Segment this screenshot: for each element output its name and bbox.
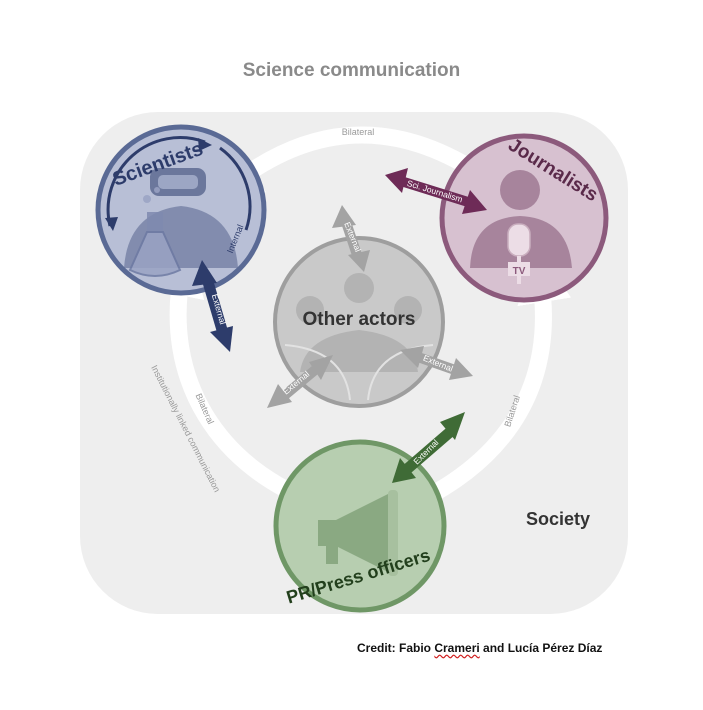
credit-line: Credit: Fabio Crameri and Lucía Pérez Dí…: [357, 641, 602, 655]
flask-icon: [128, 187, 182, 277]
pr-press-node: PR/Press officers: [273, 439, 447, 613]
scientists-node: Scientists Internal: [95, 124, 267, 296]
other-actors-label: Other actors: [303, 309, 416, 330]
external-other-arrows: [267, 205, 473, 408]
external-scientists-arrow: [192, 260, 233, 352]
tv-label: TV: [513, 266, 526, 277]
credit-prefix: Credit: Fabio: [357, 641, 435, 655]
credit-name-underlined: Crameri: [434, 641, 480, 655]
bilateral-top-label: Bilateral: [342, 127, 375, 137]
megaphone-icon: [318, 490, 398, 576]
journalist-head-icon: [500, 170, 540, 210]
credit-suffix: and Lucía Pérez Díaz: [479, 641, 603, 655]
goggles-icon: [150, 168, 206, 196]
diagram-title: Science communication: [242, 60, 461, 81]
external-pr-arrow: [392, 412, 465, 483]
microphone-icon: TV: [507, 223, 531, 284]
journalists-node: TV Journalists: [439, 133, 609, 303]
society-label: Society: [526, 509, 590, 529]
